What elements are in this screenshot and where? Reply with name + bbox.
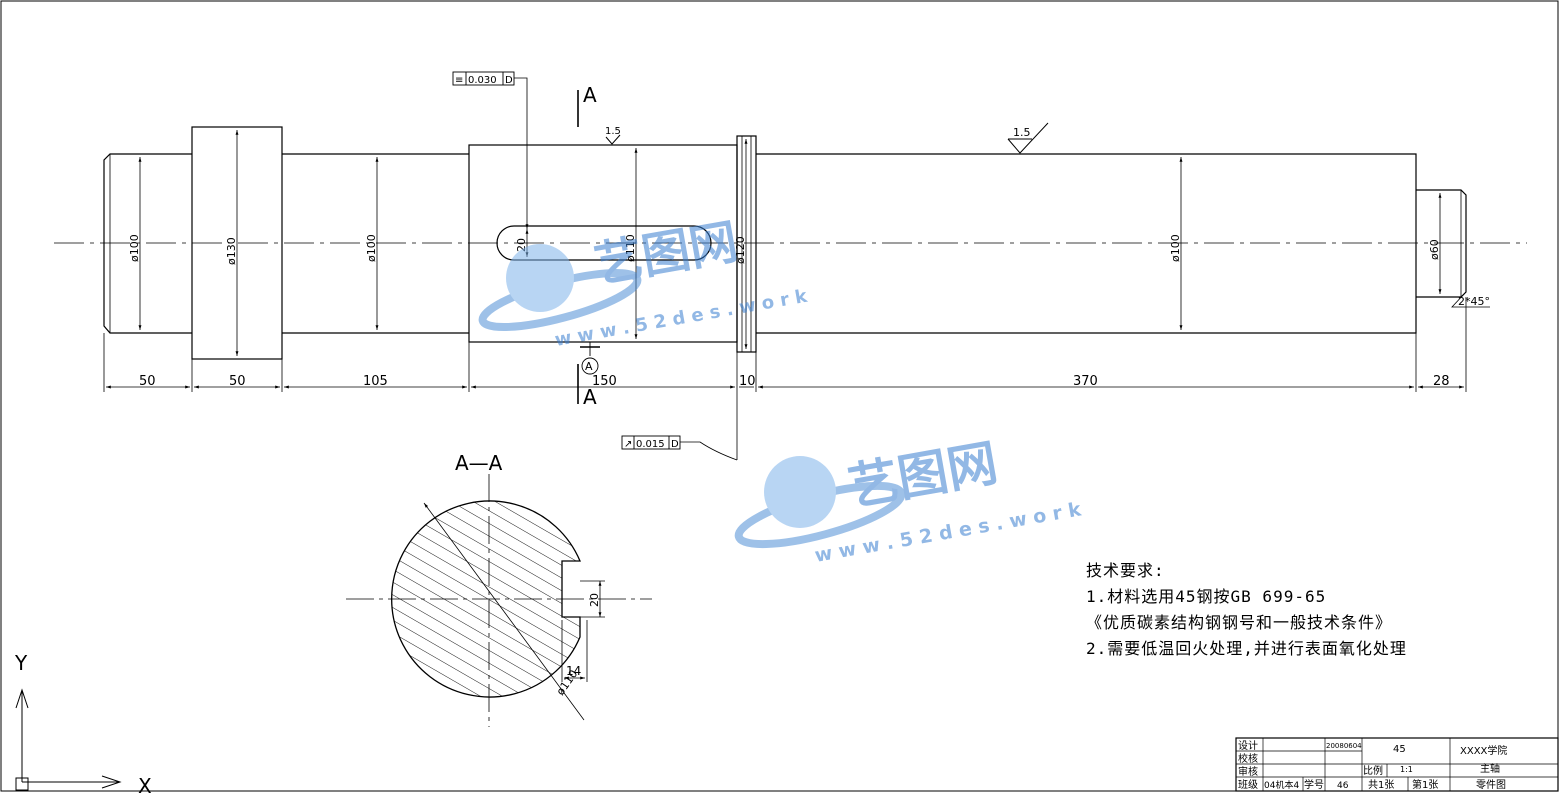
- length-dim-lines: [103, 297, 1467, 460]
- diameter-label: ø110: [624, 234, 637, 262]
- tolerance-symbol: ≡: [455, 75, 463, 86]
- axis-y-label: Y: [14, 651, 28, 675]
- tb-material: 45: [1393, 744, 1406, 755]
- section-title: A—A: [455, 451, 503, 475]
- axis-x-label: X: [138, 774, 152, 793]
- datum-symbol: A: [580, 342, 600, 375]
- section-view: A—A 20 14 ø110: [346, 451, 652, 727]
- datum-letter: A: [585, 360, 593, 373]
- section-mark-top: A: [577, 83, 597, 127]
- section-letter: A: [583, 385, 597, 409]
- diameter-dim-lines: [138, 129, 1442, 356]
- tb-date: 20080604: [1326, 742, 1362, 750]
- shaft-outline: [103, 126, 1467, 360]
- length-label: 50: [139, 374, 156, 389]
- keyway-slot: [496, 225, 712, 261]
- watermark: 艺图网 w w w . 5 2 d e s . w o r k: [478, 214, 810, 351]
- title-block-text: 设计 校核 审核 班级 20080604 45 XXXX学院 比例 1:1 主轴…: [1238, 739, 1507, 791]
- tb-review-label: 审核: [1238, 765, 1258, 778]
- notes-line: 《优质碳素结构钢钢号和一般技术条件》: [1086, 613, 1393, 632]
- tb-scale-label: 比例: [1363, 764, 1383, 777]
- tolerance-symbol: ↗: [624, 439, 632, 450]
- diameter-label: ø100: [365, 234, 378, 262]
- roughness-value: 1.5: [1013, 126, 1031, 139]
- notes-line: 1.材料选用45钢按GB 699-65: [1086, 587, 1327, 606]
- notes-line: 2.需要低温回火处理,并进行表面氧化处理: [1086, 639, 1407, 658]
- chamfer-callout: 2*45°: [1451, 291, 1490, 308]
- diameter-label: ø100: [128, 234, 141, 262]
- length-label: 50: [229, 374, 246, 389]
- tb-design-label: 设计: [1238, 739, 1258, 752]
- watermark: 艺图网 w w w . 5 2 d e s . w o r k: [734, 434, 1083, 567]
- length-label: 150: [592, 374, 617, 389]
- diameter-label: ø130: [225, 237, 238, 265]
- tolerance-value: 0.015: [636, 439, 665, 450]
- roughness-symbol: 1.5: [1007, 122, 1049, 154]
- watermark-url: w w w . 5 2 d e s . w o r k: [553, 286, 810, 351]
- section-letter: A: [583, 83, 597, 107]
- length-label: 105: [363, 374, 388, 389]
- tb-student-no: 46: [1337, 781, 1349, 791]
- length-label: 10: [739, 374, 756, 389]
- roughness-value: 1.5: [605, 126, 621, 137]
- tolerance-value: 0.030: [468, 75, 497, 86]
- section-key-label: 20: [588, 593, 601, 607]
- roughness-symbol: 1.5: [605, 126, 621, 145]
- tb-check-label: 校核: [1238, 752, 1258, 765]
- tb-class-label: 班级: [1238, 779, 1258, 791]
- title-block: [1235, 737, 1559, 792]
- symmetry-tolerance-frame: ≡ 0.030 D: [452, 71, 529, 230]
- length-label: 370: [1073, 374, 1098, 389]
- runout-tolerance-frame: ↗ 0.015 D: [621, 435, 738, 461]
- tb-student-no-label: 学号: [1304, 778, 1324, 791]
- tolerance-datum: D: [671, 439, 679, 450]
- diameter-labels: ø100 ø130 ø100 ø110 ø120 ø100 ø60 20: [128, 234, 1441, 265]
- diameter-label: ø60: [1428, 239, 1441, 260]
- notes-title: 技术要求:: [1086, 561, 1165, 580]
- tb-sheets-total: 共1张: [1368, 779, 1394, 791]
- section-mark-bottom: A: [577, 364, 597, 409]
- tb-school: XXXX学院: [1460, 744, 1507, 757]
- section-depth-label: 14: [566, 664, 581, 678]
- technical-requirements: 技术要求: 1.材料选用45钢按GB 699-65 《优质碳素结构钢钢号和一般技…: [1086, 558, 1407, 662]
- watermark-name: 艺图网: [844, 434, 1002, 517]
- tb-drawing-type: 零件图: [1476, 779, 1506, 791]
- chamfer-label: 2*45°: [1458, 295, 1490, 308]
- diameter-label: ø100: [1169, 234, 1182, 262]
- tb-scale: 1:1: [1400, 765, 1413, 774]
- tolerance-datum: D: [505, 75, 513, 86]
- tb-sheet-no: 第1张: [1412, 778, 1438, 791]
- length-labels: 50 50 105 150 10 370 28: [139, 374, 1450, 389]
- diameter-label: ø120: [734, 236, 747, 264]
- tb-class-value: 04机本4: [1264, 779, 1299, 791]
- tb-part-name: 主轴: [1480, 762, 1500, 775]
- ucs-axis-icon: Y X: [14, 651, 152, 793]
- length-label: 28: [1433, 374, 1450, 389]
